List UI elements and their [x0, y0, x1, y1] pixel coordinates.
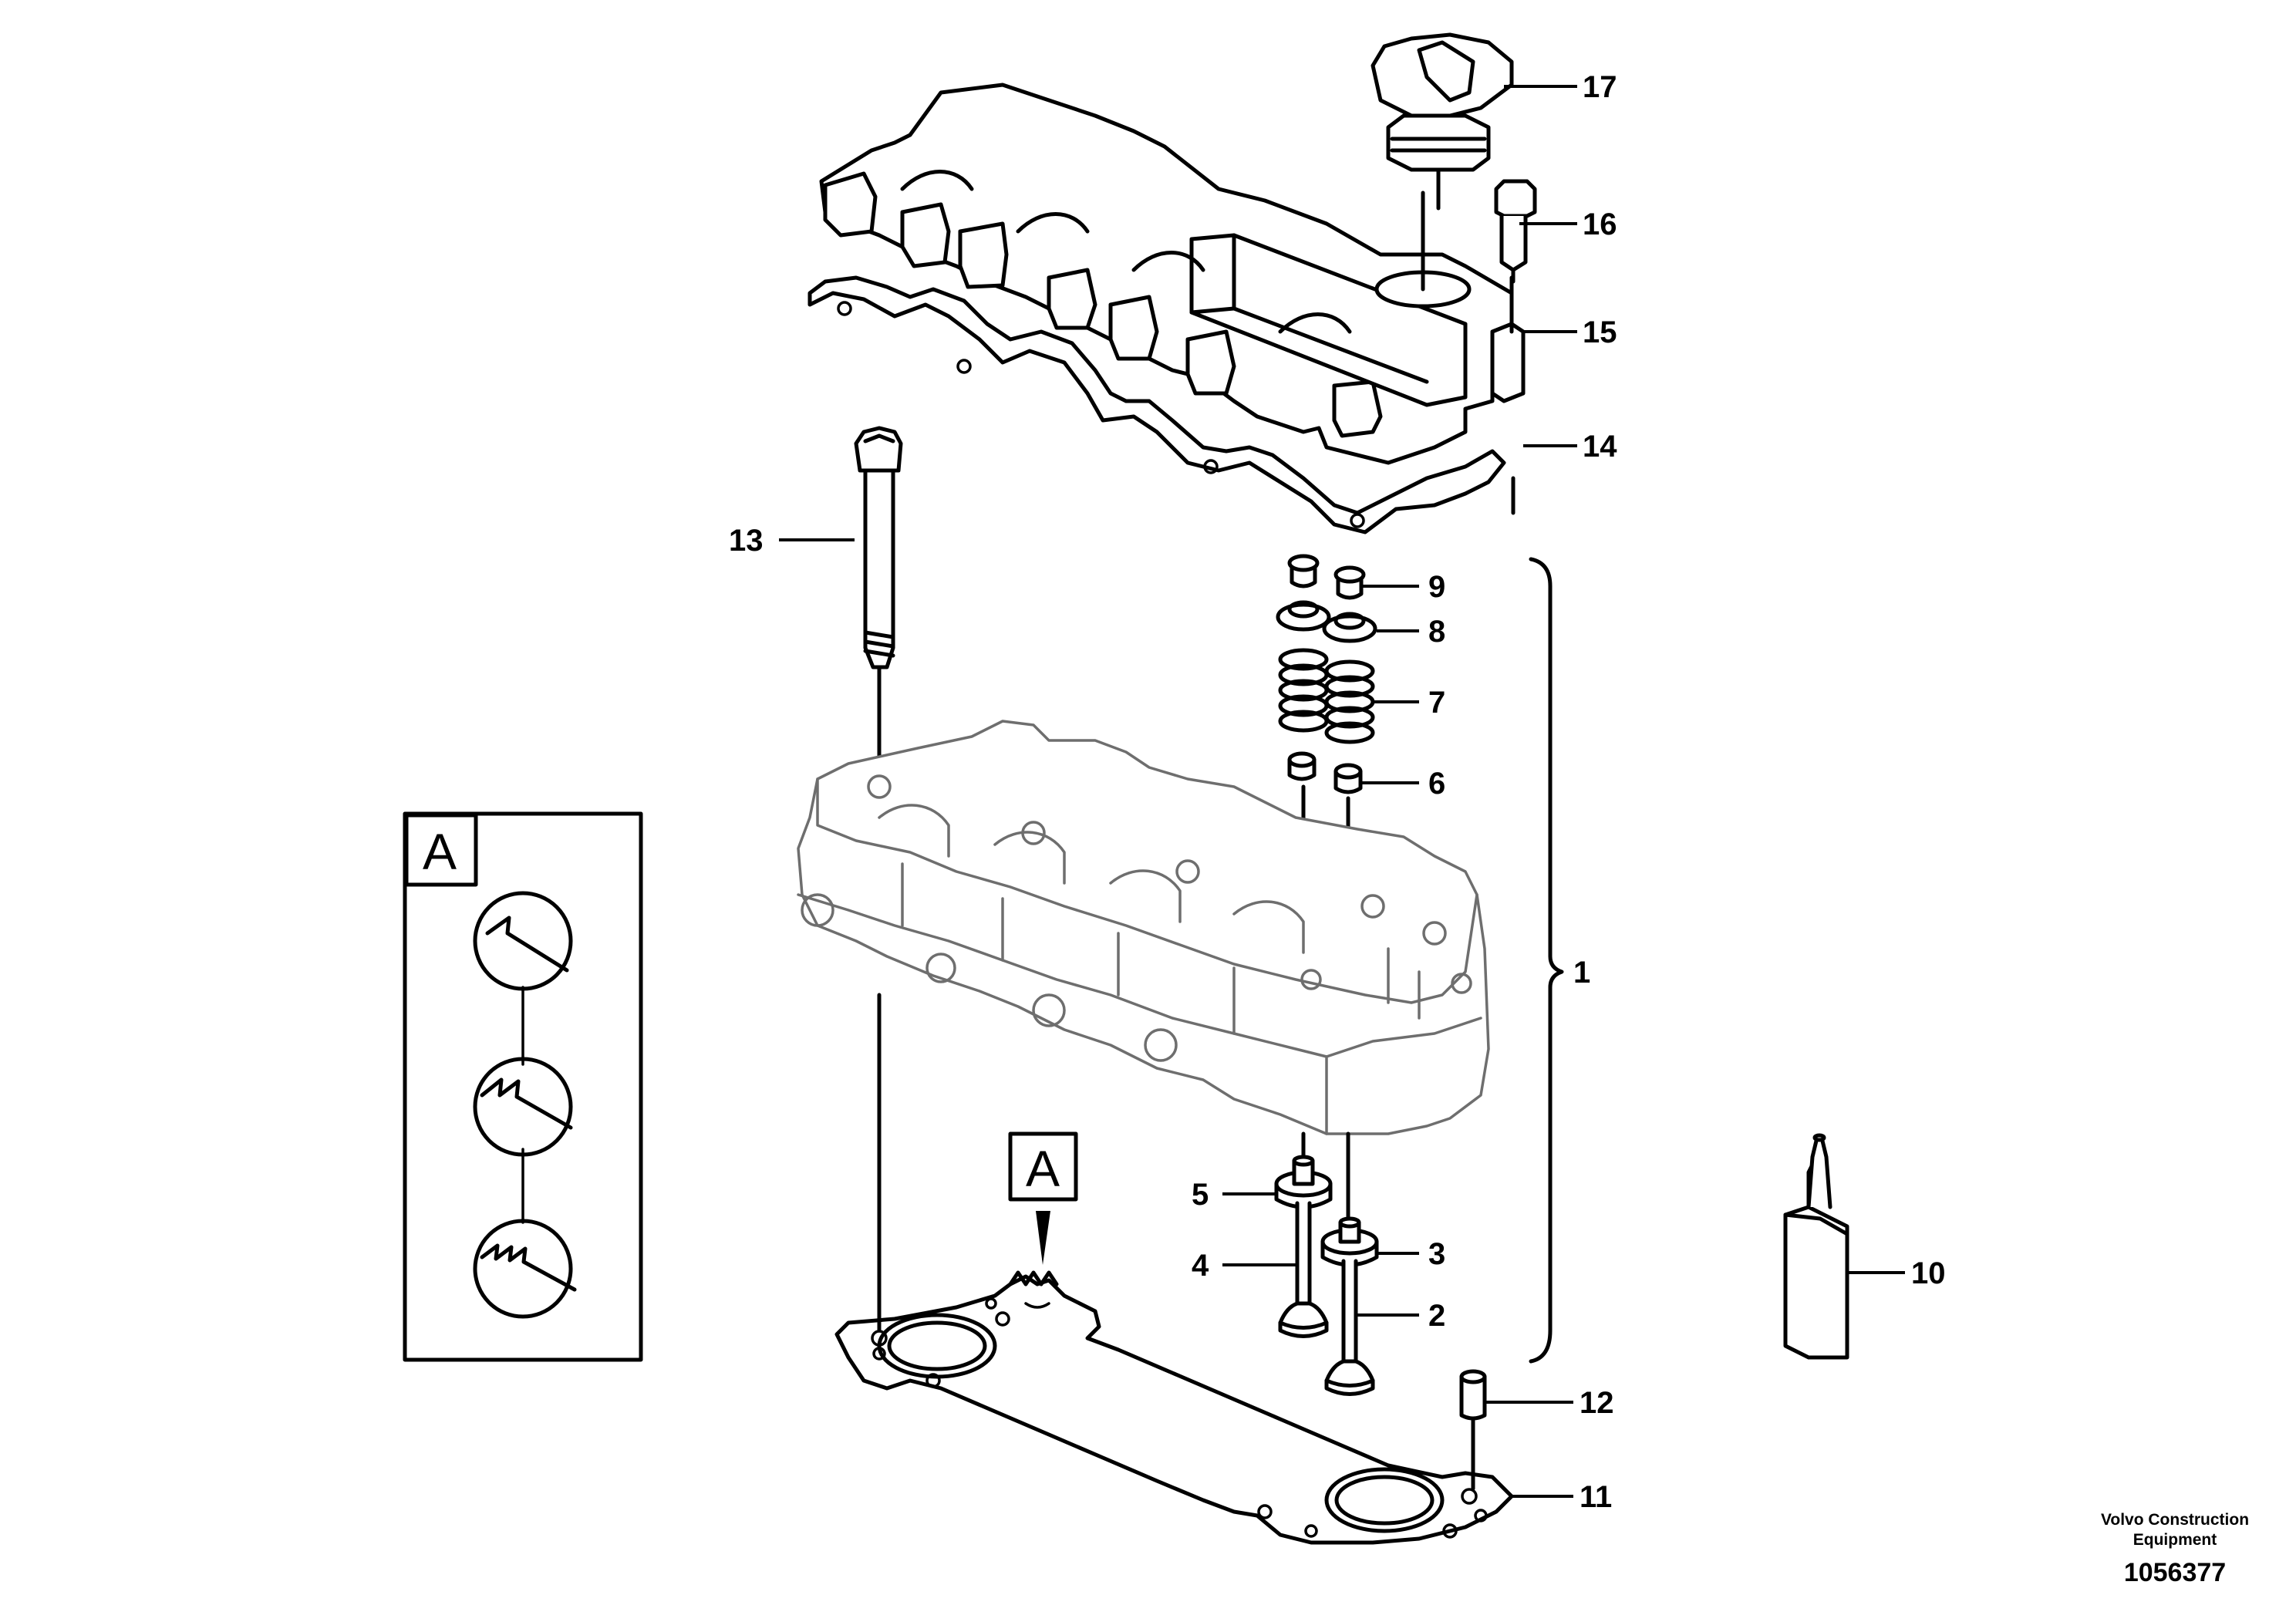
cover-bolt [1494, 179, 1537, 515]
callout-5: 5 [1192, 1178, 1209, 1212]
group-bracket [1529, 557, 1564, 1364]
detail-a-box [403, 811, 643, 1362]
detail-box-letter: A [423, 823, 457, 880]
valve-caps [1287, 554, 1366, 600]
callout-13: 13 [729, 524, 764, 558]
callout-16: 16 [1583, 207, 1617, 241]
brand-label: Volvo Construction Equipment [2100, 1511, 2250, 1549]
detail-a-pointer [1008, 1131, 1078, 1265]
cylinder-head-gasket [834, 993, 1514, 1545]
rocker-cover-gasket [807, 275, 1506, 534]
callout-3: 3 [1428, 1237, 1445, 1271]
valve-rotators-and-valves [1274, 1131, 1379, 1396]
drawing-number: 1056377 [2123, 1558, 2227, 1587]
callout-10: 10 [1911, 1256, 1946, 1290]
callout-9: 9 [1428, 570, 1445, 604]
dowel-pin [1459, 1369, 1487, 1421]
spring-retainers [1276, 600, 1377, 643]
callout-4: 4 [1192, 1249, 1209, 1283]
callout-1: 1 [1573, 956, 1590, 990]
callout-8: 8 [1428, 615, 1445, 649]
sealant-tube [1783, 1133, 1849, 1360]
leader-lines [779, 85, 1905, 1498]
oil-filler-cap [1371, 32, 1514, 211]
callout-17: 17 [1583, 70, 1617, 104]
cylinder-head [797, 720, 1490, 1135]
callout-numbers: 17 16 15 14 13 9 8 7 6 1 5 3 4 2 10 12 1… [729, 70, 1946, 1514]
detail-pointer-letter: A [1026, 1140, 1060, 1197]
callout-6: 6 [1428, 767, 1445, 801]
callout-11: 11 [1580, 1480, 1612, 1514]
valve-springs [1278, 648, 1375, 744]
rocker-cover [819, 83, 1526, 465]
callout-12: 12 [1580, 1386, 1614, 1420]
cylinder-head-bolt [854, 426, 903, 774]
callout-15: 15 [1583, 315, 1617, 349]
callout-2: 2 [1428, 1299, 1445, 1333]
callout-14: 14 [1583, 430, 1617, 464]
callout-7: 7 [1428, 686, 1445, 720]
